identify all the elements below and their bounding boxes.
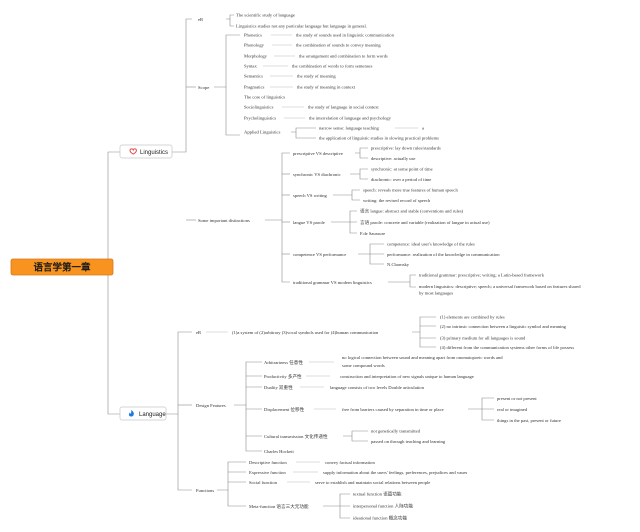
meta-function-value: ideational function 概念功能 (353, 515, 407, 522)
pair-key: competence VS performance (293, 252, 346, 257)
hockett-label: Charles Hockett (264, 449, 294, 454)
linguistics-def-label: eR (198, 17, 204, 22)
pair-key: prescriptive VS descriptive (293, 151, 343, 156)
scope-item-value: the study of language in social context (308, 105, 379, 110)
language-def-item: (3) primary medium for all languages is … (440, 336, 526, 341)
linguistics-node[interactable]: Linguistics (119, 144, 173, 159)
function-key: Descriptive function (249, 460, 287, 465)
scope-item-key: Phonology (244, 43, 265, 48)
scope-item-value: the study of meaning in context (297, 85, 356, 90)
function-value: serve to establish and maintain social r… (315, 480, 430, 485)
scope-item-key: Pragmatics (244, 85, 265, 90)
meta-function-value: textual function 语篇功能 (353, 491, 402, 498)
feature-key: Productivity 多产性 (264, 373, 302, 380)
scope-label: Scope (198, 85, 209, 90)
feature-value: passed on through teaching and learning (371, 439, 446, 444)
pair-value: prescriptive: lay down rules/standards (371, 146, 441, 151)
feature-value: language consists of two levels Double a… (330, 385, 425, 390)
applied-narrow: narrow sense: language teaching (319, 126, 380, 131)
pair-value: performance: realization of the knowledg… (387, 252, 500, 257)
pair-value: 言语 parole: concrete and variable (realiz… (360, 219, 490, 226)
language-def-item: (1) elements are combined by rules (440, 315, 505, 320)
root-node[interactable]: 语言学第一章 (10, 258, 114, 276)
meta-function-value: interpersonal function 人际功能 (353, 503, 413, 510)
scope-item-value: the combination of sounds to convey mean… (296, 43, 381, 48)
feature-value: no logical connection between sound and … (342, 355, 503, 360)
linguistics-def-item: Linguistics studies not any particular l… (236, 24, 367, 29)
language-node[interactable]: Language (119, 406, 166, 421)
pair-value: traditional grammar: prescriptive; writi… (419, 273, 545, 278)
connector-lines (107, 14, 494, 519)
applied-broad: the application of linguistic studies in… (319, 136, 439, 141)
feature-key: Displacement 位移性 (264, 406, 305, 413)
root-title: 语言学第一章 (33, 262, 91, 274)
scope-item-value: the arrangement and combination to form … (299, 54, 388, 59)
pair-value: synchronic: at some point of time (371, 167, 433, 172)
pair-key: traditional grammar VS modern linguistic… (293, 280, 372, 285)
language-def-text: (1)a system of (2)arbitrary (3)vocal sym… (232, 330, 379, 335)
design-features-label: Design Features (196, 403, 226, 408)
pair-value: F.de Saussure (360, 231, 385, 236)
feature-value: free from barriers caused by separation … (342, 407, 444, 412)
pair-value: N.Chomsky (387, 262, 410, 267)
distinctions-label: Some important distinctions (198, 218, 250, 223)
pair-key: speech VS writing (293, 193, 328, 198)
pair-value: speech: reveals more true features of hu… (363, 188, 458, 193)
language-def-item: (4) different from the communication sys… (440, 345, 574, 350)
linguistics-label: Linguistics (140, 150, 168, 156)
language-def-label: eR (196, 330, 202, 335)
feature-key: Duality 双重性 (264, 384, 293, 391)
displacement-sub: things in the past, present or future (497, 418, 561, 424)
heart-icon (129, 148, 137, 155)
displacement-sub: real or imagined (497, 407, 528, 412)
feature-key: Arbitrariness 任意性 (264, 359, 303, 366)
scope-item-key: The core of linguistics (244, 95, 285, 100)
scope-item-value: the combination of words to form sentens… (292, 64, 373, 69)
function-key: Social function (249, 480, 278, 485)
function-value: supply information about the users' feel… (323, 470, 468, 476)
feature-value: construction and interpretation of new s… (340, 374, 474, 379)
applied-a: a (422, 126, 424, 131)
scope-item-key: Semantics (244, 74, 263, 79)
feature-value: not genetically transmitted (371, 429, 421, 434)
pair-value: 语言 langue: abstract and stable (conventi… (360, 208, 464, 215)
pair-value: by most languages (419, 291, 453, 296)
language-def-item: (2) no intrinsic connection between a li… (440, 324, 567, 329)
feature-key: Cultural transmission 文化传递性 (264, 433, 328, 440)
linguistics-def-item: The scientific study of language (236, 13, 295, 18)
feature-value: some compound words (342, 363, 385, 368)
pair-value: competence: ideal user's knowledge of th… (387, 242, 475, 247)
meta-function-key: Meta-function 语言三大元功能 (249, 503, 309, 510)
pair-key: synchronic VS diachronic (293, 172, 341, 177)
applied-linguistics-key: Applied Linguistics (244, 130, 281, 135)
pair-value: diachronic: over a period of time (371, 177, 431, 182)
scope-item-key: Sociolinguistics (244, 105, 274, 110)
language-subtree: eR (1)a system of (2)arbitrary (3)vocal … (196, 315, 574, 522)
language-label: Language (139, 412, 166, 418)
scope-item-key: Psycholinguistics (244, 116, 276, 121)
scope-item-key: Morphology (244, 54, 268, 59)
scope-item-value: the study of sounds used in linguistic c… (296, 33, 395, 38)
function-key: Expressive function (249, 470, 286, 475)
scope-item-value: the interrelation of language and psycho… (309, 116, 392, 121)
scope-item-key: Syntax (244, 64, 257, 69)
function-value: convey factual information (325, 460, 375, 465)
scope-item-key: Phonetics (244, 33, 262, 38)
scope-item-value: the study of meaning (297, 74, 336, 79)
functions-label: Functions (196, 488, 214, 493)
pair-key: langue VS parole (293, 220, 325, 225)
displacement-sub: present or not present (497, 396, 537, 401)
pair-value: modern linguistics: descriptive; speech;… (419, 284, 581, 289)
linguistics-subtree: eR The scientific study of language Ling… (198, 13, 581, 296)
pair-value: writing: the revised record of speech (363, 198, 431, 203)
pair-value: descriptive: actually use (371, 156, 415, 161)
fire-icon (128, 410, 134, 417)
